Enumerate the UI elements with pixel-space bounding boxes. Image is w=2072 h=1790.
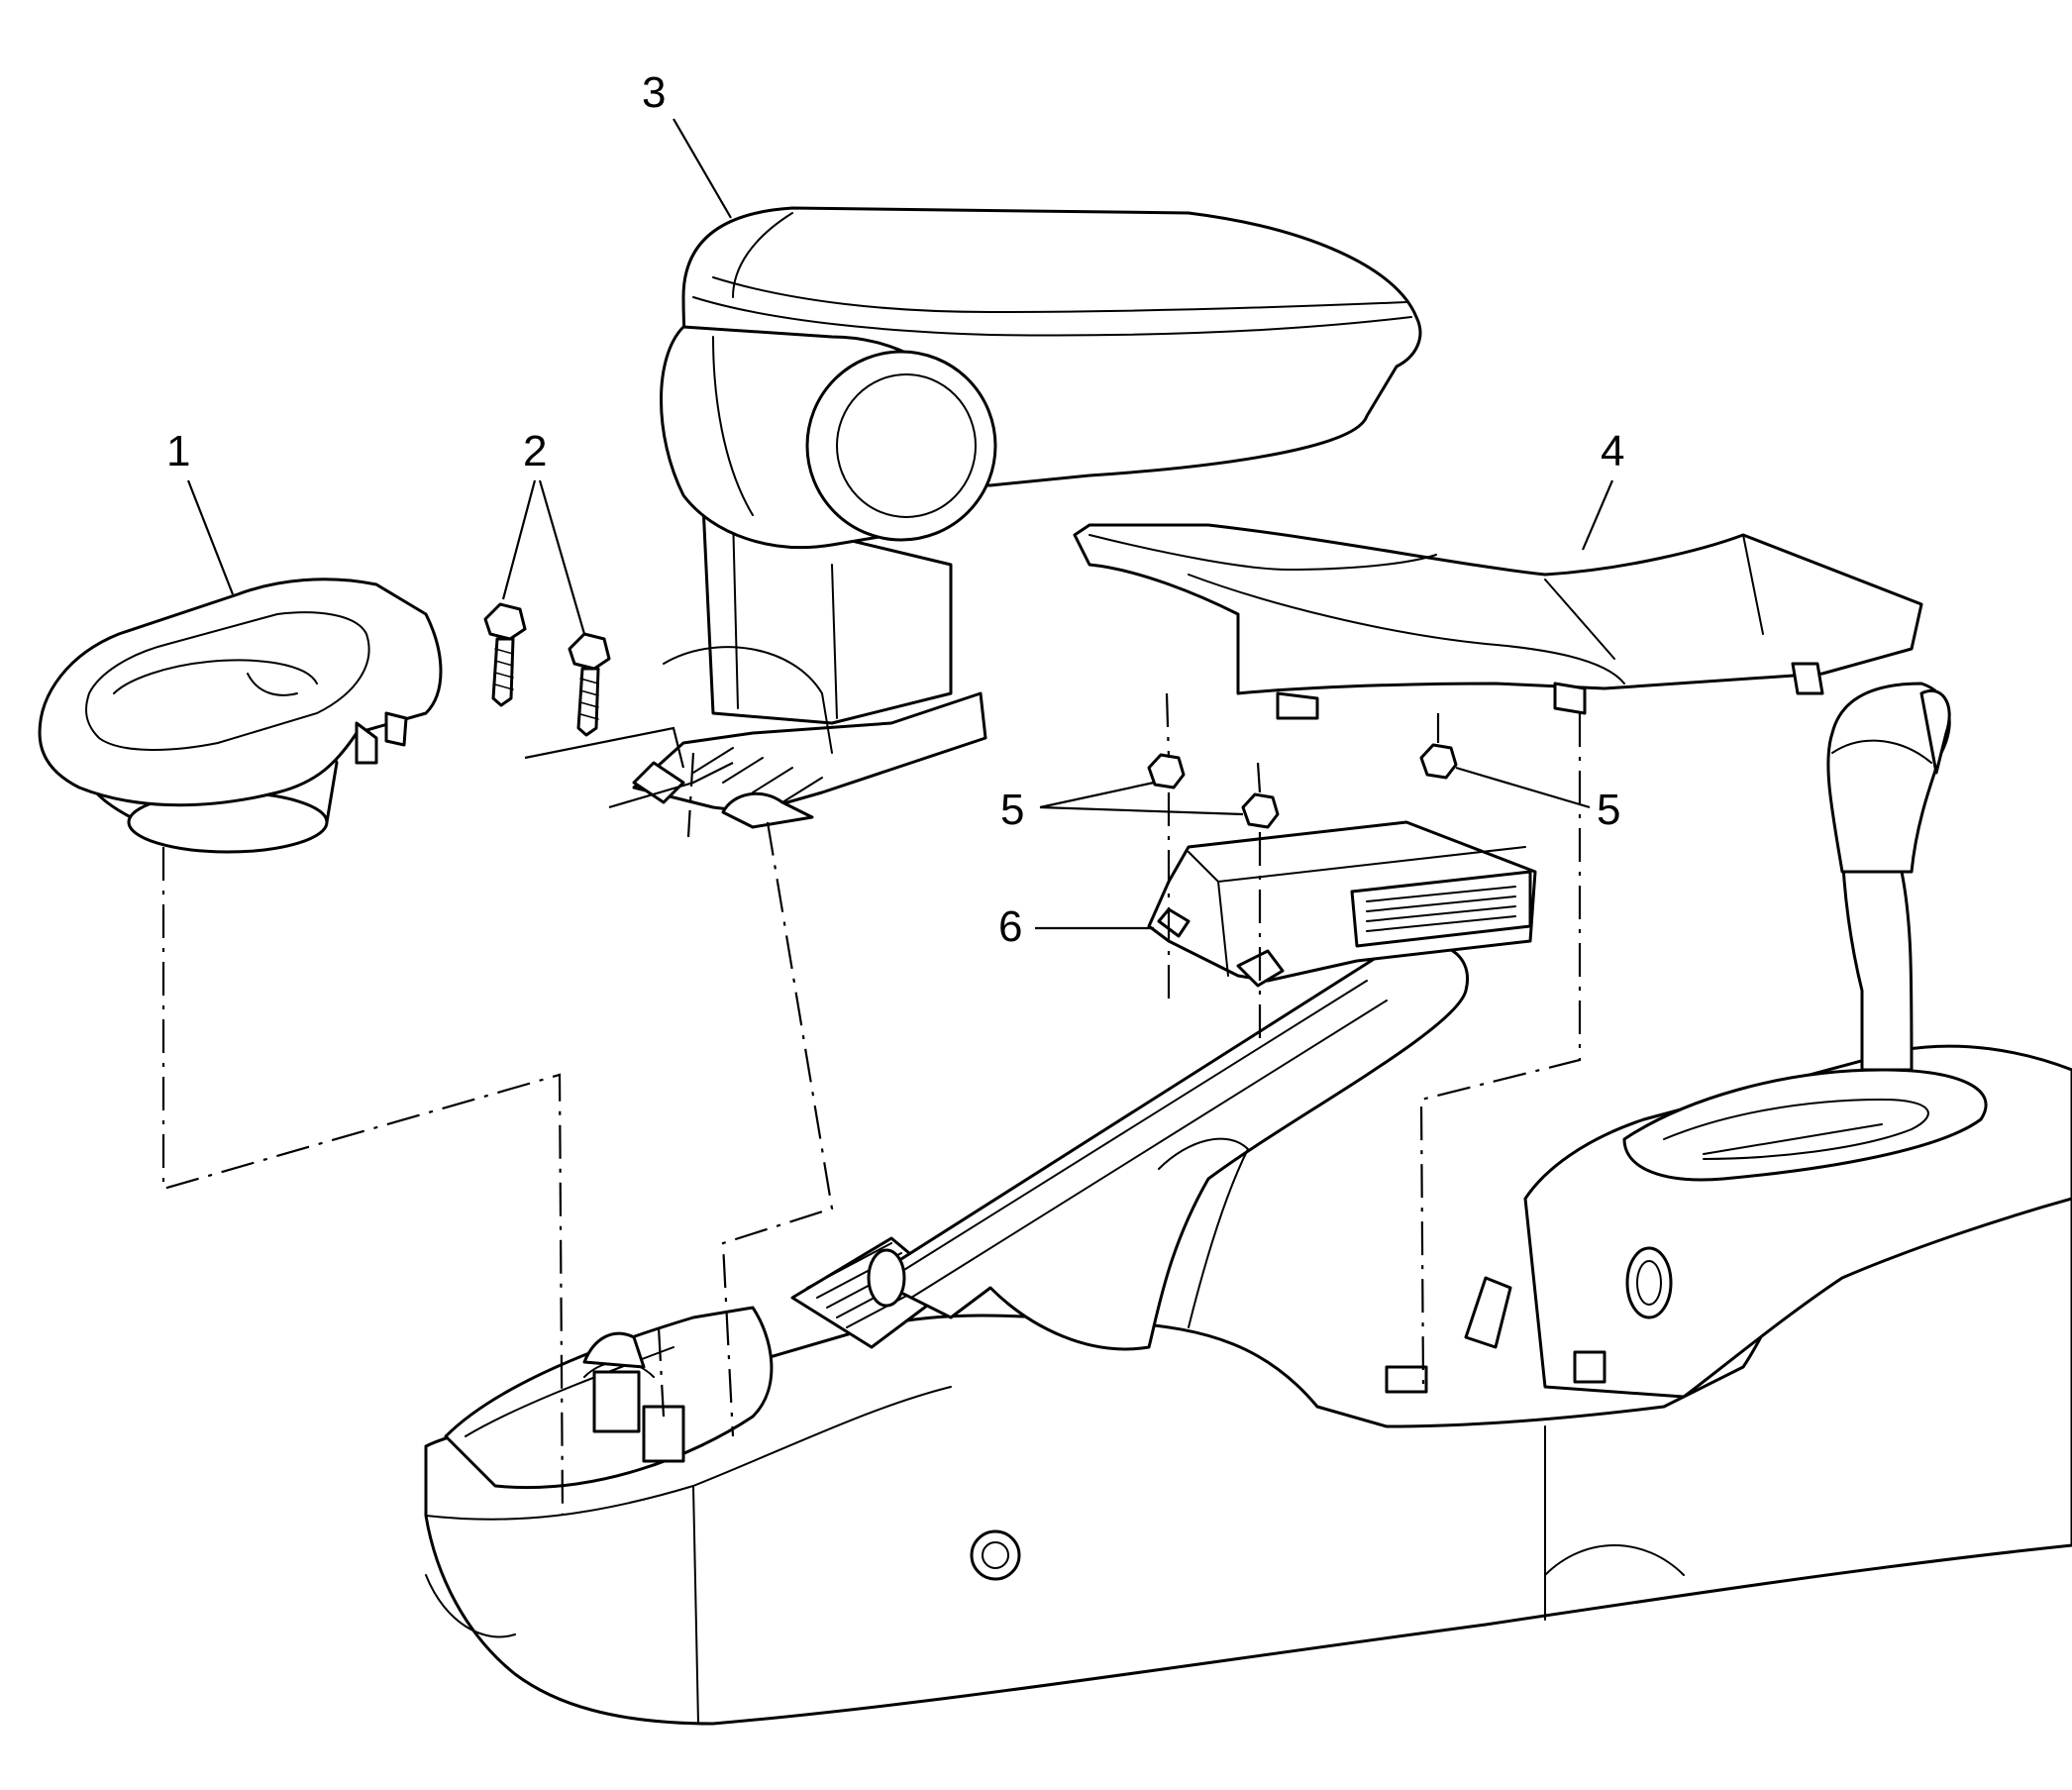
callout-3: 3 <box>642 68 666 117</box>
bolt-left <box>483 602 527 707</box>
leader-2a <box>501 479 537 600</box>
leader-4 <box>1581 479 1614 551</box>
callout-leaders <box>186 118 1614 930</box>
bolt-guide-line <box>524 726 734 809</box>
centerline-cup-holder <box>161 847 565 1517</box>
callout-6: 6 <box>998 902 1022 951</box>
cup-holder <box>38 578 443 854</box>
centerline-armrest-to-console <box>657 1326 666 1418</box>
assembly-lines <box>161 692 1582 1517</box>
centerline-armrest-rear <box>686 752 695 838</box>
callout-4: 4 <box>1601 427 1624 475</box>
parking-brake-lever <box>867 941 1469 1351</box>
leader-2b <box>538 479 586 635</box>
centerline-nut-center <box>1256 762 1262 793</box>
nut-left <box>1147 753 1186 790</box>
nut-center <box>1241 792 1280 829</box>
leader-1 <box>186 479 235 595</box>
callout-2: 2 <box>523 427 547 475</box>
callout-5-left: 5 <box>1000 786 1024 834</box>
leader-5a-left <box>1039 781 1155 809</box>
centerline-armrest-front <box>721 821 834 1437</box>
nut-right <box>1419 743 1458 780</box>
control-module <box>1147 820 1537 988</box>
console-trim-panel <box>1073 523 1923 720</box>
armrest <box>632 206 1422 829</box>
leader-5b <box>1455 766 1591 809</box>
callout-1: 1 <box>166 427 190 475</box>
callout-labels: 1 2 3 4 5 5 6 <box>166 68 1624 951</box>
centerline-trim-panel <box>1419 713 1582 1388</box>
leader-3 <box>673 118 732 219</box>
floor-console <box>424 1044 2072 1726</box>
callout-5-right: 5 <box>1597 786 1620 834</box>
bolt-right <box>568 632 611 737</box>
leader-5a-center <box>1039 805 1244 816</box>
gear-shift-knob <box>1826 682 1951 1072</box>
centerline-nut-left <box>1165 692 1171 759</box>
